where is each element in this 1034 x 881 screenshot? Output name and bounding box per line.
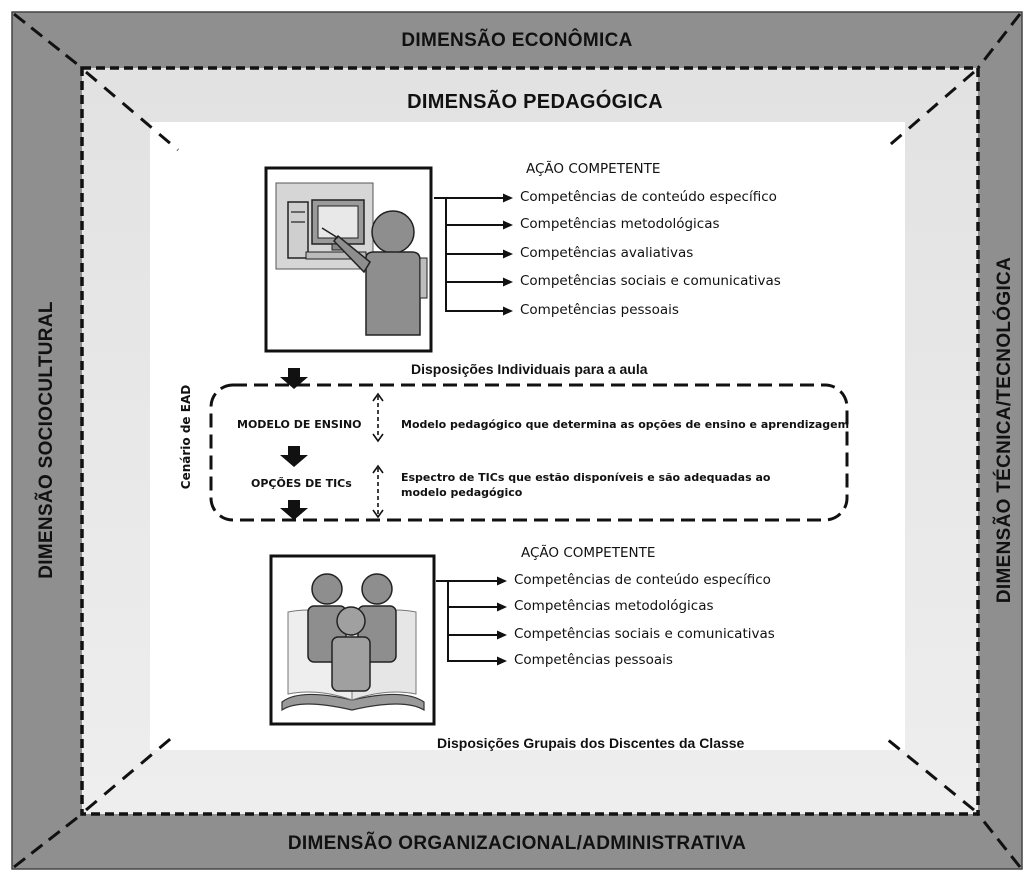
group-competence-item: Competências pessoais <box>514 652 673 668</box>
dimension-tecnica-label: DIMENSÃO TÉCNICA/TECNOLÓGICA <box>994 256 1015 604</box>
scenario-side-label: Cenário de EAD <box>179 384 193 490</box>
modelo-ensino-label: MODELO DE ENSINO <box>237 418 362 431</box>
modelo-ensino-description: Modelo pedagógico que determina as opçõe… <box>401 418 850 431</box>
dimension-economica-label: DIMENSÃO ECONÔMICA <box>401 30 633 51</box>
group-competence-item: Competências sociais e comunicativas <box>514 626 775 642</box>
group-caption: Disposições Grupais dos Discentes da Cla… <box>437 735 745 751</box>
teacher-competence-item: Competências sociais e comunicativas <box>520 273 781 289</box>
group-competence-arrows <box>436 576 507 666</box>
students-on-book-icon <box>269 554 436 726</box>
teacher-competence-item: Competências de conteúdo específico <box>520 189 777 205</box>
group-acao-competente-heading: AÇÃO COMPETENTE <box>521 545 656 561</box>
teacher-competence-item: Competências metodológicas <box>520 216 720 232</box>
inner-dashed-border <box>80 66 980 816</box>
corner-diagonal-br-outer <box>976 813 1022 868</box>
corner-diagonal-bl-inner <box>85 733 176 812</box>
flow-down-arrows <box>280 368 308 520</box>
teacher-competence-item: Competências pessoais <box>520 302 679 318</box>
corner-diagonal-br-inner <box>881 733 975 812</box>
corner-diagonal-tl-inner <box>85 70 179 152</box>
group-competence-item: Competências metodológicas <box>514 598 714 614</box>
opcoes-tics-description: Espectro de TICs que estão disponíveis e… <box>401 471 771 499</box>
corner-diagonal-tr-inner <box>883 70 975 152</box>
corner-diagonal-bl-outer <box>13 812 83 869</box>
opcoes-tics-label: OPÇÕES DE TICs <box>251 477 352 490</box>
group-competence-item: Competências de conteúdo específico <box>514 572 771 588</box>
scenario-box <box>209 383 849 522</box>
dimension-pedagogica-label: DIMENSÃO PEDAGÓGICA <box>407 91 663 113</box>
teacher-acao-competente-heading: AÇÃO COMPETENTE <box>526 161 661 177</box>
dashed-double-arrows <box>372 392 384 519</box>
dimension-organizacional-label: DIMENSÃO ORGANIZACIONAL/ADMINISTRATIVA <box>287 833 747 854</box>
dimension-sociocultural-label: DIMENSÃO SOCIOCULTURAL <box>36 301 57 579</box>
teacher-competence-item: Competências avaliativas <box>520 245 694 261</box>
corner-diagonal-tl-outer <box>13 12 83 70</box>
corner-diagonal-tr-outer <box>976 13 1022 69</box>
teacher-competence-arrows <box>434 193 513 316</box>
teacher-caption: Disposições Individuais para a aula <box>411 361 648 377</box>
teacher-at-computer-icon <box>264 166 433 353</box>
